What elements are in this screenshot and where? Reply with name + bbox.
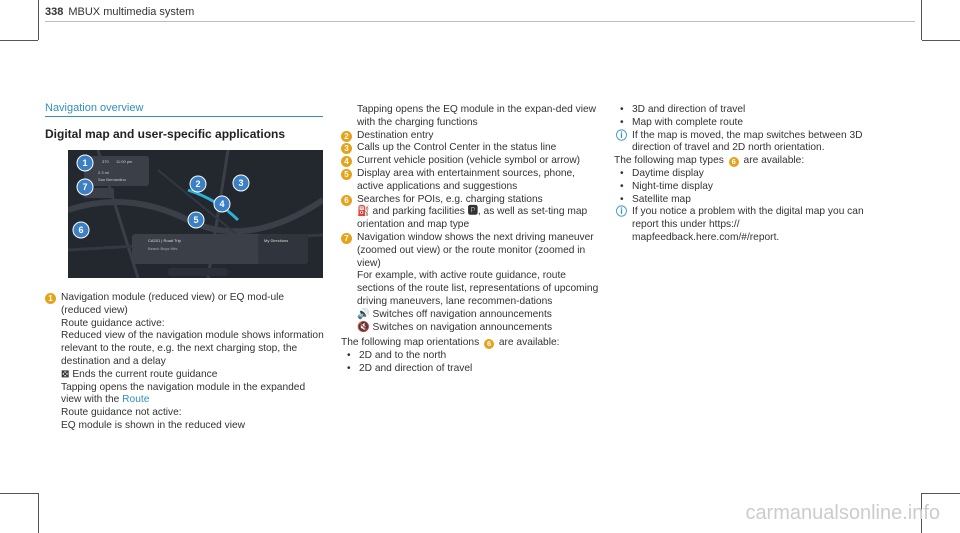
note-report: If you notice a problem with the digital…	[632, 206, 864, 243]
callout-number: 4	[341, 156, 352, 168]
crop-mark	[38, 0, 39, 40]
eq-module-text: EQ module is shown in the reduced view	[61, 419, 246, 431]
svg-text:1: 1	[82, 158, 87, 168]
svg-text:3: 3	[238, 178, 243, 188]
orient-item: 3D and direction of travel	[614, 104, 864, 117]
item-4-text: Current vehicle position (vehicle symbol…	[357, 155, 581, 167]
callout-number: 2	[341, 130, 352, 142]
route-inactive-label: Route guidance not active:	[61, 407, 182, 419]
svg-text:5: 5	[193, 215, 198, 225]
map-type-item: Night-time display	[614, 181, 864, 194]
map-illustration: 1 7 6 2 3 4 5 370 11:00 pm 2.3 mi San Be…	[68, 150, 323, 278]
media-subtitle: Beach Boys Hits	[148, 246, 177, 251]
announcements-off-text: Switches off navigation announcements	[372, 308, 552, 320]
crop-mark	[922, 40, 960, 41]
route-city: San Bernardino	[98, 177, 127, 182]
side-label: My Directions	[264, 238, 288, 243]
map-top-label-1: 370	[102, 159, 109, 164]
svg-text:7: 7	[82, 182, 87, 192]
crop-mark	[921, 493, 922, 533]
header-section: MBUX multimedia system	[68, 6, 195, 18]
map-type-item: Daytime display	[614, 168, 864, 181]
svg-text:2: 2	[195, 179, 200, 189]
callout-number: 1	[45, 293, 56, 304]
svg-text:4: 4	[219, 199, 224, 209]
tapping-opens-text: Tapping opens the navigation module in t…	[61, 381, 306, 406]
route-active-label: Route guidance active:	[61, 317, 165, 329]
crop-mark	[0, 493, 38, 494]
heading: Digital map and user-specific applicatio…	[45, 127, 286, 141]
end-guidance-text: Ends the current route guidance	[72, 368, 218, 380]
crop-mark	[0, 40, 38, 41]
announcements-on-text: Switches on navigation announcements	[372, 321, 553, 333]
svg-text:6: 6	[78, 225, 83, 235]
callout-number: 6	[341, 194, 352, 206]
page-header: 338 MBUX multimedia system	[45, 6, 194, 18]
section-title: Navigation overview	[45, 102, 144, 114]
middle-column: Tapping opens the EQ module in the expan…	[341, 104, 603, 376]
route-distance: 2.3 mi	[98, 170, 109, 175]
speaker-off-icon: 🔇	[357, 321, 370, 333]
watermark: carmanualsonline.info	[745, 502, 940, 524]
route-link[interactable]: Route	[122, 394, 150, 406]
item-5-text: Display area with entertainment sources,…	[357, 167, 576, 192]
callout-number: 5	[341, 168, 352, 180]
left-column: 1 Navigation module (reduced view) or EQ …	[45, 292, 325, 433]
crop-mark	[921, 0, 922, 40]
right-column: 3D and direction of travel Map with comp…	[614, 104, 864, 245]
orient-item: 2D and direction of travel	[341, 363, 603, 376]
types-intro-a: The following map types	[614, 155, 724, 167]
callout-number: 3	[341, 143, 352, 155]
page-number: 338	[45, 6, 64, 18]
note-map-moved: If the map is moved, the map switches be…	[632, 129, 863, 154]
parking-text: and parking facilities	[372, 206, 465, 218]
map-top-label-2: 11:00 pm	[116, 159, 133, 164]
crop-mark	[38, 493, 39, 533]
item-1-text: Navigation module (reduced view) or EQ m…	[61, 292, 285, 316]
item-3-text: Calls up the Control Center in the statu…	[357, 142, 557, 154]
info-icon: ⓘ	[616, 129, 627, 142]
header-rule	[45, 21, 915, 22]
map-orientation-text: , as well as set-ting map orientation an…	[357, 206, 588, 231]
callout-number: 6	[728, 157, 739, 168]
speaker-on-icon: 🔊	[357, 308, 370, 320]
item-6-text: Searches for POIs, e.g. charging station…	[357, 193, 543, 205]
close-square-icon: ⊠	[61, 368, 70, 380]
callout-number: 7	[341, 232, 352, 244]
section-rule	[45, 116, 323, 117]
orient-item: Map with complete route	[614, 117, 864, 130]
orient-intro-a: The following map orientations	[341, 337, 480, 349]
crop-mark	[922, 493, 960, 494]
map-type-item: Satellite map	[614, 194, 864, 207]
item-2-text: Destination entry	[357, 129, 434, 141]
example-text: For example, with active route guidance,…	[357, 270, 599, 307]
orient-item: 2D and to the north	[341, 350, 603, 363]
eq-intro-text: Tapping opens the EQ module in the expan…	[357, 104, 596, 128]
map-screenshot: 1 7 6 2 3 4 5 370 11:00 pm 2.3 mi San Be…	[68, 150, 323, 278]
reduced-view-text: Reduced view of the navigation module sh…	[61, 330, 324, 367]
callout-number: 6	[484, 339, 495, 350]
media-title: CA201 | Road Trip	[148, 238, 182, 243]
types-intro-b: are available:	[743, 155, 805, 167]
charging-station-icon: ⛽	[357, 206, 370, 218]
info-icon: ⓘ	[616, 206, 627, 219]
parking-icon: 🅿	[467, 206, 478, 218]
orient-intro-b: are available:	[498, 337, 560, 349]
item-7-text: Navigation window shows the next driving…	[357, 231, 594, 269]
